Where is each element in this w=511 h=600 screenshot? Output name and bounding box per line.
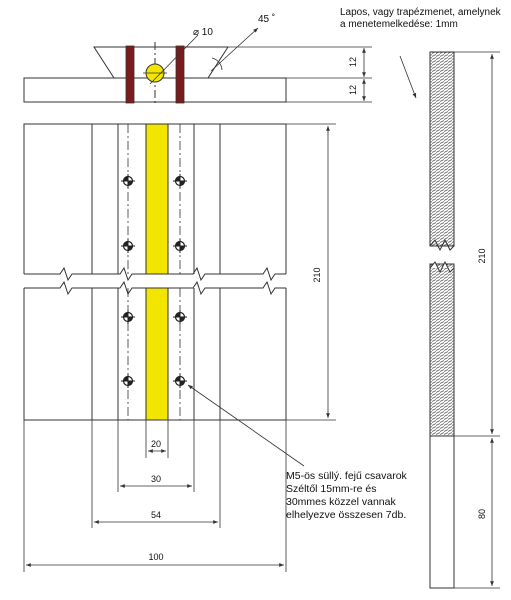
dim-rod [454,51,500,589]
thread-note-line-1: Lapos, vagy trapézmenet, amelynek [340,7,501,18]
screws-note-line-3: 30mmes közzel vannak [286,496,396,508]
screw-hole-icon [121,174,135,188]
screw-hole-icon [173,239,187,253]
bolt-left [125,45,135,104]
screws-note-line-1: M5-ös süllý. fejű csavarok [286,470,407,482]
dim-20: 20 [151,439,161,449]
dim-top-height [208,46,372,103]
dim-widths [23,420,287,572]
screw-holes [121,174,187,388]
dim-12-upper: 12 [348,57,358,67]
screws-note-line-2: Széltől 15mm-re és [286,483,377,495]
diameter-label: ⌀ 10 [193,27,213,38]
rod-front-lower [145,287,169,421]
dim-100: 100 [148,552,163,562]
bolt-right [175,45,185,104]
screw-hole-icon [173,174,187,188]
thread-note-leader [399,55,417,99]
screws-note-line-4: elhelyezve összesen 7db. [286,509,407,521]
screws-note: M5-ös süllý. fejű csavarok Széltől 15mm-… [286,470,407,522]
dim-54: 54 [151,510,161,520]
dim-80-rod: 80 [477,509,487,519]
dim-30: 30 [151,474,161,484]
angle-annotation [210,27,259,72]
screw-hole-icon [121,239,135,253]
rod-break-lower [429,260,455,274]
screw-leader [187,384,305,467]
dim-210-rod: 210 [477,248,487,263]
threaded-rod [429,51,455,589]
screw-hole-icon [121,374,135,388]
dim-12-lower: 12 [348,85,358,95]
angle-label: 45 ˚ [258,13,275,25]
thread-note-line-2: a menetemelkedése: 1mm [340,19,458,30]
rod-thread-upper [429,51,455,247]
rod-break-upper [429,238,455,252]
screw-hole-icon [121,310,135,324]
screw-hole-icon [173,374,187,388]
dim-front-height [286,123,336,421]
rod-front-upper [145,123,169,275]
rod-thread-lower [429,263,455,437]
diameter-leader [149,34,199,85]
screw-hole-icon [173,310,187,324]
thread-note: Lapos, vagy trapézmenet, amelynek a mene… [340,7,501,31]
dim-210-front: 210 [312,267,322,282]
rod-plain-shank [429,435,455,589]
